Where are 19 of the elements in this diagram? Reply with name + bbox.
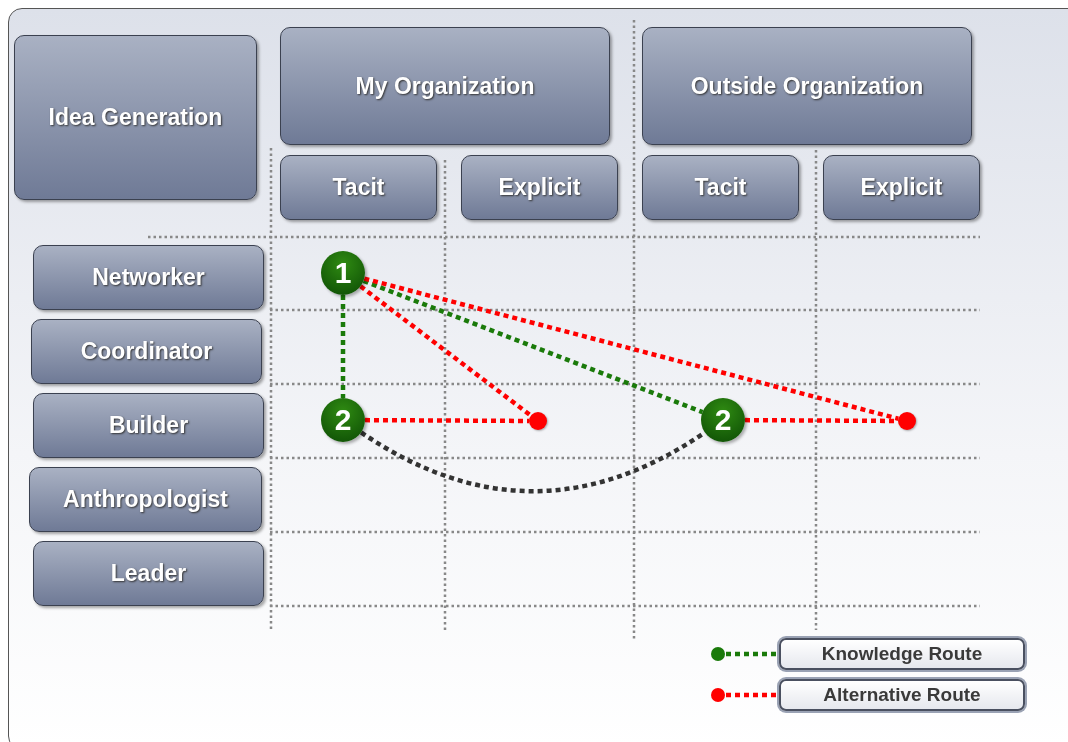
route-line (340, 295, 346, 398)
column-header-box: My Organization (280, 27, 610, 145)
route-line (363, 276, 899, 421)
column-header-box: Outside Organization (642, 27, 972, 145)
header-box: Idea Generation (14, 35, 257, 200)
route-line (365, 417, 529, 424)
row-header-box: Networker (33, 245, 264, 310)
column-header-box: Explicit (823, 155, 980, 220)
row-header-box: Leader (33, 541, 264, 606)
column-header-box: Explicit (461, 155, 618, 220)
route-line (362, 278, 704, 415)
row-header-box: Builder (33, 393, 264, 458)
legend-label: Alternative Route (779, 679, 1025, 711)
route-line (359, 284, 533, 418)
row-header-box: Anthropologist (29, 467, 262, 532)
row-header-box: Coordinator (31, 319, 262, 384)
column-header-box: Tacit (280, 155, 437, 220)
column-header-box: Tacit (642, 155, 799, 220)
legend-label: Knowledge Route (779, 638, 1025, 670)
